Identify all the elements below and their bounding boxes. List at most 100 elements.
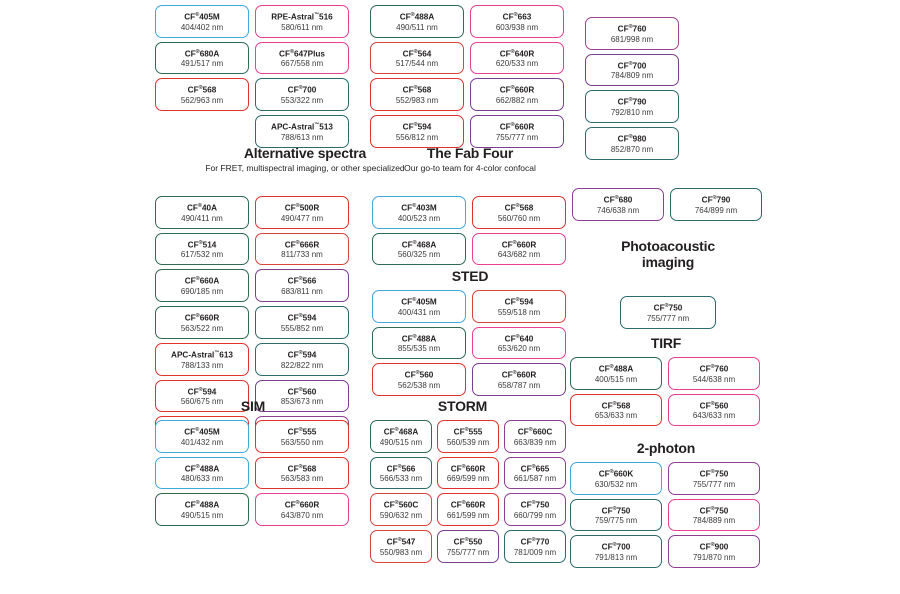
dye-spectra: 792/810 nm [610, 108, 654, 118]
dye-spectra: 553/322 nm [280, 96, 324, 106]
dye-spectra: 852/870 nm [610, 144, 654, 154]
dye-name: CF®660C [517, 427, 553, 437]
dye-spectra: 563/550 nm [280, 437, 324, 447]
dye-spectra: 401/432 nm [180, 437, 224, 447]
dye-name: CF®750 [699, 505, 729, 516]
dye-name: CF®750 [699, 469, 729, 479]
dye-spectra: 603/938 nm [495, 22, 539, 32]
dye-spectra: 559/518 nm [497, 307, 541, 317]
dye-spectra: 784/889 nm [692, 516, 736, 526]
dye-name: CF®647Plus [279, 48, 325, 59]
dye-spectra: 755/777 nm [495, 132, 539, 142]
dye-name: CF®568 [504, 203, 534, 213]
dye-spectra: 590/632 nm [379, 511, 423, 521]
dye-spectra: 667/558 nm [280, 59, 324, 69]
dye-name: CF®900 [699, 542, 729, 553]
dye-name: CF®660R [499, 85, 535, 96]
dye-spectra: 562/963 nm [180, 96, 224, 106]
dye-spectra: 517/544 nm [395, 59, 439, 69]
